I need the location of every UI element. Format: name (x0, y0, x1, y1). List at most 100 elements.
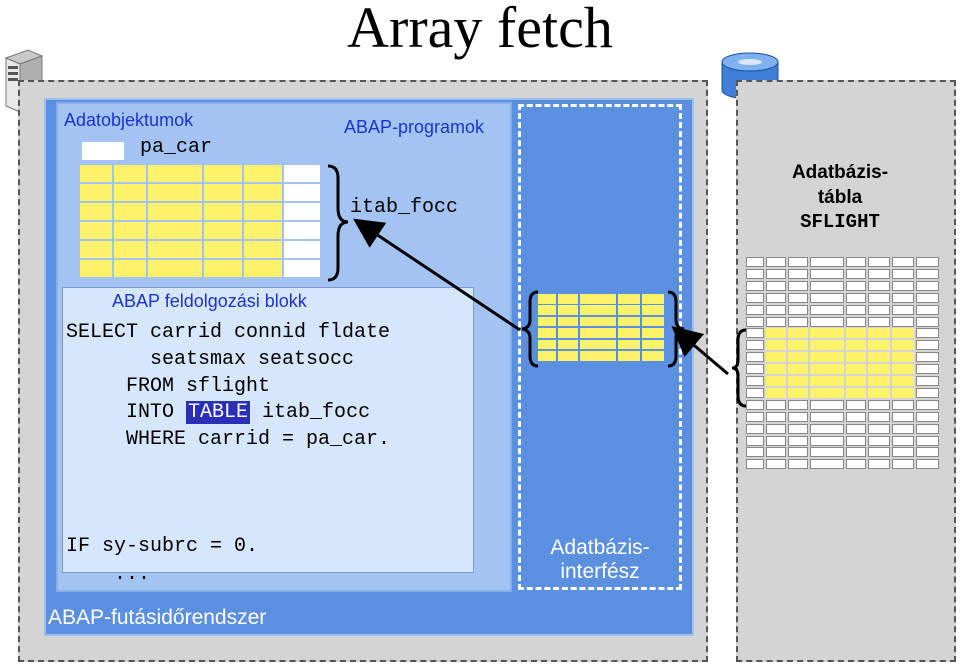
db-table-cell (746, 352, 764, 363)
db-table-cell (892, 292, 914, 303)
table-keyword-highlight: TABLE (186, 401, 251, 424)
db-table-cell (810, 447, 844, 458)
interface-buffer-cell (642, 294, 664, 304)
internal-table-cell (284, 165, 320, 182)
interface-buffer-cell (618, 294, 640, 304)
db-table-cell (766, 447, 786, 458)
internal-table-cell (204, 165, 242, 182)
db-interface-label: Adatbázis- interfész (550, 536, 650, 583)
db-table-cell (788, 280, 808, 291)
db-table-cell (810, 423, 844, 434)
interface-buffer-cell (618, 351, 640, 361)
db-table-selected-cell (846, 376, 866, 386)
internal-table-cell (148, 260, 202, 277)
db-table-cell (868, 304, 890, 315)
db-table-cell (916, 304, 939, 315)
db-table-cell (810, 435, 844, 446)
db-table-cell (846, 316, 866, 327)
db-table-cell (746, 292, 764, 303)
internal-table-cell (244, 184, 282, 201)
code-into-keyword: INTO (66, 401, 187, 424)
db-table-cell (766, 411, 786, 422)
db-table-cell (916, 292, 939, 303)
interface-buffer-cell (558, 328, 578, 338)
page-title: Array fetch (347, 0, 613, 60)
internal-table-cell (284, 260, 320, 277)
db-table-selected-cell (868, 328, 890, 339)
db-table-cell (788, 423, 808, 434)
db-table-cell (810, 304, 844, 315)
db-table-cell (892, 304, 914, 315)
db-table-cell (810, 257, 844, 267)
db-table-cell (916, 447, 939, 458)
interface-buffer-cell (580, 339, 616, 350)
db-table-cell (892, 459, 914, 470)
interface-buffer-cell (538, 339, 556, 350)
db-table-cell (916, 340, 939, 351)
db-table-cell (766, 257, 786, 267)
db-table-selected-cell (788, 340, 808, 351)
db-table-cell (868, 435, 890, 446)
internal-table-cell (284, 222, 320, 239)
db-table-cell (788, 435, 808, 446)
db-table-selected-cell (892, 364, 914, 375)
db-table-cell (788, 268, 808, 279)
db-table-cell (868, 280, 890, 291)
internal-table-cell (114, 222, 146, 239)
db-table-cell (766, 280, 786, 291)
db-table-cell (766, 459, 786, 470)
db-table-cell (892, 411, 914, 422)
db-table-cell (746, 447, 764, 458)
db-table-cell (810, 459, 844, 470)
interface-buffer-cell (580, 351, 616, 361)
interface-buffer-cell (580, 294, 616, 304)
db-table-selected-cell (868, 340, 890, 351)
db-table-cell (788, 257, 808, 267)
db-table-cell (810, 292, 844, 303)
db-table-cell (766, 399, 786, 410)
internal-table-cell (80, 260, 112, 277)
internal-table-cell (284, 184, 320, 201)
db-table-cell (846, 399, 866, 410)
db-table-cell (916, 435, 939, 446)
db-table-selected-cell (788, 387, 808, 398)
internal-table-cell (244, 222, 282, 239)
db-table-cell (746, 304, 764, 315)
db-table-selected-cell (868, 376, 890, 386)
db-table-cell (868, 459, 890, 470)
db-table-cell (788, 316, 808, 327)
internal-table-cell (244, 241, 282, 258)
db-table-cell (916, 257, 939, 267)
interface-buffer-cell (618, 339, 640, 350)
db-table-grid: (function(){ var host = document.current… (746, 257, 941, 471)
db-table-selected-cell (788, 328, 808, 339)
db-table-selected-cell (868, 352, 890, 363)
db-table-cell (868, 292, 890, 303)
internal-table-cell (148, 203, 202, 220)
parameter-name: pa_car (140, 136, 213, 159)
db-table-cell (746, 376, 764, 386)
internal-table-grid: (function(){ var host = document.current… (80, 165, 322, 279)
db-table-selected-cell (868, 364, 890, 375)
db-table-cell (892, 268, 914, 279)
db-table-selected-cell (766, 376, 786, 386)
db-table-cell (788, 459, 808, 470)
db-table-cell (868, 423, 890, 434)
programs-label: ABAP-programok (344, 117, 485, 137)
db-table-cell (766, 292, 786, 303)
interface-buffer-cell (642, 316, 664, 327)
db-table-cell (868, 257, 890, 267)
db-table-label-line2: tábla (817, 187, 863, 208)
db-table-selected-cell (810, 364, 844, 375)
interface-buffer-cell (642, 339, 664, 350)
db-table-cell (766, 423, 786, 434)
db-table-selected-cell (846, 352, 866, 363)
interface-buffer-grid: (function(){ var host = document.current… (538, 294, 666, 362)
db-table-cell (892, 447, 914, 458)
db-table-cell (892, 257, 914, 267)
db-table-cell (892, 435, 914, 446)
db-table-cell (810, 399, 844, 410)
interface-buffer-cell (558, 305, 578, 315)
db-table-cell (746, 316, 764, 327)
db-table-cell (846, 268, 866, 279)
